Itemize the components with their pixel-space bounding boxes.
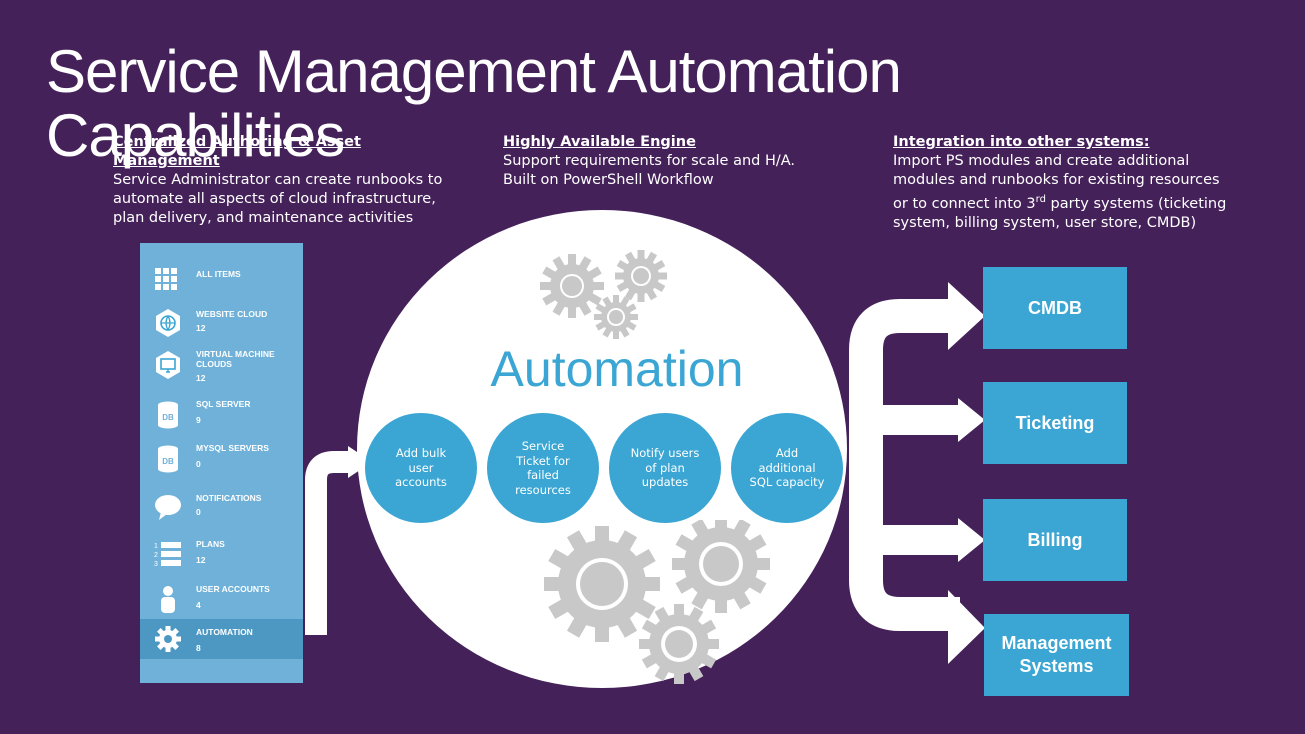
panel-item-count: 8 bbox=[196, 643, 201, 653]
panel-item-label: VIRTUAL MACHINE CLOUDS bbox=[196, 349, 275, 369]
panel-item-label: PLANS bbox=[196, 539, 225, 549]
automation-circle: Automation Add bulk user accounts Servic… bbox=[357, 210, 847, 688]
arrowhead-cmdb bbox=[948, 282, 985, 350]
panel-item-count: 4 bbox=[196, 600, 201, 610]
fanout-middle bbox=[866, 405, 960, 555]
panel-item-notifications[interactable]: NOTIFICATIONS 0 bbox=[140, 487, 303, 529]
gear-cluster-bottom bbox=[544, 520, 770, 684]
panel-item-count: 12 bbox=[196, 323, 206, 333]
panel-item-label: NOTIFICATIONS bbox=[196, 493, 262, 503]
grid-icon bbox=[155, 268, 177, 290]
panel-item-mysql-servers[interactable]: DB MYSQL SERVERS 0 bbox=[140, 439, 303, 481]
database-icon: DB bbox=[158, 445, 178, 473]
monitor-icon bbox=[156, 351, 180, 379]
numbered-list-icon: 1 2 3 bbox=[154, 542, 181, 568]
column-heading: Highly Available Engine bbox=[503, 134, 696, 150]
target-billing: Billing bbox=[983, 499, 1127, 581]
panel-item-count: 12 bbox=[196, 373, 206, 383]
panel-item-count: 0 bbox=[196, 507, 201, 517]
column-integration: Integration into other systems: Import P… bbox=[893, 133, 1238, 233]
column-heading: Integration into other systems: bbox=[893, 134, 1150, 150]
task-service-ticket: Service Ticket for failed resources bbox=[487, 413, 599, 523]
arrowhead-management bbox=[948, 590, 985, 664]
svg-text:3: 3 bbox=[154, 561, 158, 568]
fanout-bracket bbox=[849, 299, 960, 631]
panel-item-label: USER ACCOUNTS bbox=[196, 584, 270, 594]
gear-icon bbox=[155, 626, 181, 652]
globe-icon bbox=[156, 309, 180, 337]
panel-item-website-cloud[interactable]: WEBSITE CLOUD 12 bbox=[140, 303, 303, 345]
task-notify-users: Notify users of plan updates bbox=[609, 413, 721, 523]
panel-item-count: 9 bbox=[196, 415, 201, 425]
panel-item-sql-server[interactable]: DB SQL SERVER 9 bbox=[140, 395, 303, 437]
target-cmdb: CMDB bbox=[983, 267, 1127, 349]
column-body: Service Administrator can create runbook… bbox=[113, 172, 443, 226]
svg-text:DB: DB bbox=[162, 457, 174, 466]
task-add-sql-capacity: Add additional SQL capacity bbox=[731, 413, 843, 523]
panel-item-count: 0 bbox=[196, 459, 201, 469]
automation-title: Automation bbox=[490, 341, 744, 397]
panel-item-label: WEBSITE CLOUD bbox=[196, 309, 268, 319]
column-heading: Centralized Authoring & Asset Management bbox=[113, 134, 361, 169]
panel-item-vm-clouds[interactable]: VIRTUAL MACHINE CLOUDS 12 bbox=[140, 345, 303, 387]
panel-item-label: MYSQL SERVERS bbox=[196, 443, 269, 453]
panel-item-label: SQL SERVER bbox=[196, 399, 251, 409]
task-add-bulk-users: Add bulk user accounts bbox=[365, 413, 477, 523]
target-management-systems: Management Systems bbox=[984, 614, 1129, 696]
input-arrow bbox=[305, 451, 350, 635]
portal-nav-panel: ALL ITEMS WEBSITE CLOUD 12 VIRTUAL MACHI… bbox=[140, 243, 303, 683]
person-icon bbox=[161, 586, 175, 613]
svg-text:2: 2 bbox=[154, 552, 158, 559]
column-body: Import PS modules and create additional … bbox=[893, 153, 1227, 231]
panel-item-user-accounts[interactable]: USER ACCOUNTS 4 bbox=[140, 579, 303, 621]
arrowhead-ticketing bbox=[958, 398, 985, 442]
panel-item-label: ALL ITEMS bbox=[196, 269, 241, 279]
slide-title: Service Management Automation Capabiliti… bbox=[46, 38, 902, 169]
column-authoring: Centralized Authoring & Asset Management… bbox=[113, 133, 463, 228]
gear-cluster-top bbox=[540, 250, 667, 339]
column-body: Support requirements for scale and H/A. … bbox=[503, 153, 796, 188]
svg-text:DB: DB bbox=[162, 413, 174, 422]
panel-item-label: AUTOMATION bbox=[196, 627, 253, 637]
arrowhead-billing bbox=[958, 518, 985, 562]
database-icon: DB bbox=[158, 401, 178, 429]
panel-item-automation[interactable]: AUTOMATION 8 bbox=[140, 619, 303, 659]
column-engine: Highly Available Engine Support requirem… bbox=[503, 133, 823, 190]
panel-item-count: 12 bbox=[196, 555, 206, 565]
speech-bubble-icon bbox=[155, 495, 181, 520]
panel-item-all-items[interactable]: ALL ITEMS bbox=[140, 261, 303, 303]
target-ticketing: Ticketing bbox=[983, 382, 1127, 464]
svg-text:1: 1 bbox=[154, 543, 158, 550]
